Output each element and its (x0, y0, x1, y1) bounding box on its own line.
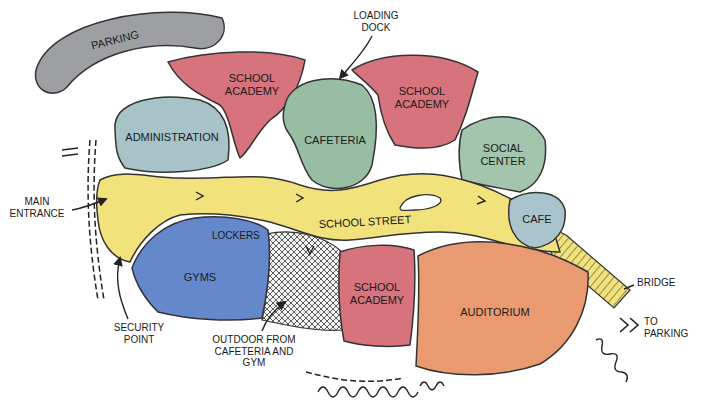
bubble-zone: AUDITORIUM (413, 238, 592, 377)
outdoor-area (262, 232, 344, 330)
outdoor-hatch (262, 232, 344, 330)
zone-name: GYMS (170, 271, 230, 284)
zone-name: CAFETERIA (295, 134, 375, 147)
bubble-shape (115, 97, 229, 172)
bubble-zone: CAFETERIA (280, 75, 380, 191)
site-edge (306, 372, 404, 381)
leader-line (262, 302, 285, 331)
zone-name: SOCIAL CENTER (468, 142, 538, 167)
callout-label: BRIDGE (637, 277, 687, 289)
callout-label: OUTDOOR FROM CAFETERIA AND GYM (206, 334, 302, 369)
bubble-shape (352, 55, 478, 148)
callout-label: LOCKERS (212, 230, 264, 242)
callout-label: LOADING DOCK (344, 10, 408, 33)
direction-arrow (620, 318, 638, 332)
leader-line (118, 258, 128, 319)
flow-chevron (196, 192, 203, 200)
zone-name: SCHOOL ACADEMY (346, 281, 408, 306)
bubble-outline (129, 213, 273, 323)
leader-line (340, 36, 372, 78)
zone-name: AUDITORIUM (440, 306, 550, 319)
zone-name: SCHOOL ACADEMY (217, 72, 287, 97)
wall-mark (62, 148, 78, 156)
callout-label: SECURITY POINT (104, 322, 174, 345)
shrubs (596, 339, 627, 382)
bubble-zone: GYMS (129, 213, 273, 323)
flow-chevron (296, 194, 303, 202)
bubble-shape (416, 242, 588, 375)
bubble-shape (339, 245, 415, 346)
callout-label: MAIN ENTRANCE (4, 196, 70, 219)
bubble-outline (280, 75, 380, 191)
bubble-zone: CAFE (505, 189, 568, 251)
leader-line (624, 285, 634, 289)
zone-name: CAFE (512, 213, 562, 226)
zone-name: SCHOOL ACADEMY (387, 85, 457, 110)
leader-line (72, 199, 106, 210)
zone-name: ADMINISTRATION (117, 131, 227, 144)
bubble-shape (459, 117, 546, 192)
bubble-zone: SCHOOL ACADEMY (335, 242, 417, 350)
shrubs (318, 387, 418, 397)
flow-chevron (477, 196, 485, 204)
entrance-wall (88, 140, 98, 300)
street-island (400, 195, 441, 211)
callout-label: TO PARKING (644, 316, 702, 339)
bubble-shape (509, 193, 565, 248)
bubble-shape (132, 217, 270, 320)
flow-chevron (306, 246, 314, 254)
bubble-zone: ADMINISTRATION (111, 94, 232, 176)
shrubs (420, 382, 444, 390)
bubble-shape (283, 79, 376, 189)
